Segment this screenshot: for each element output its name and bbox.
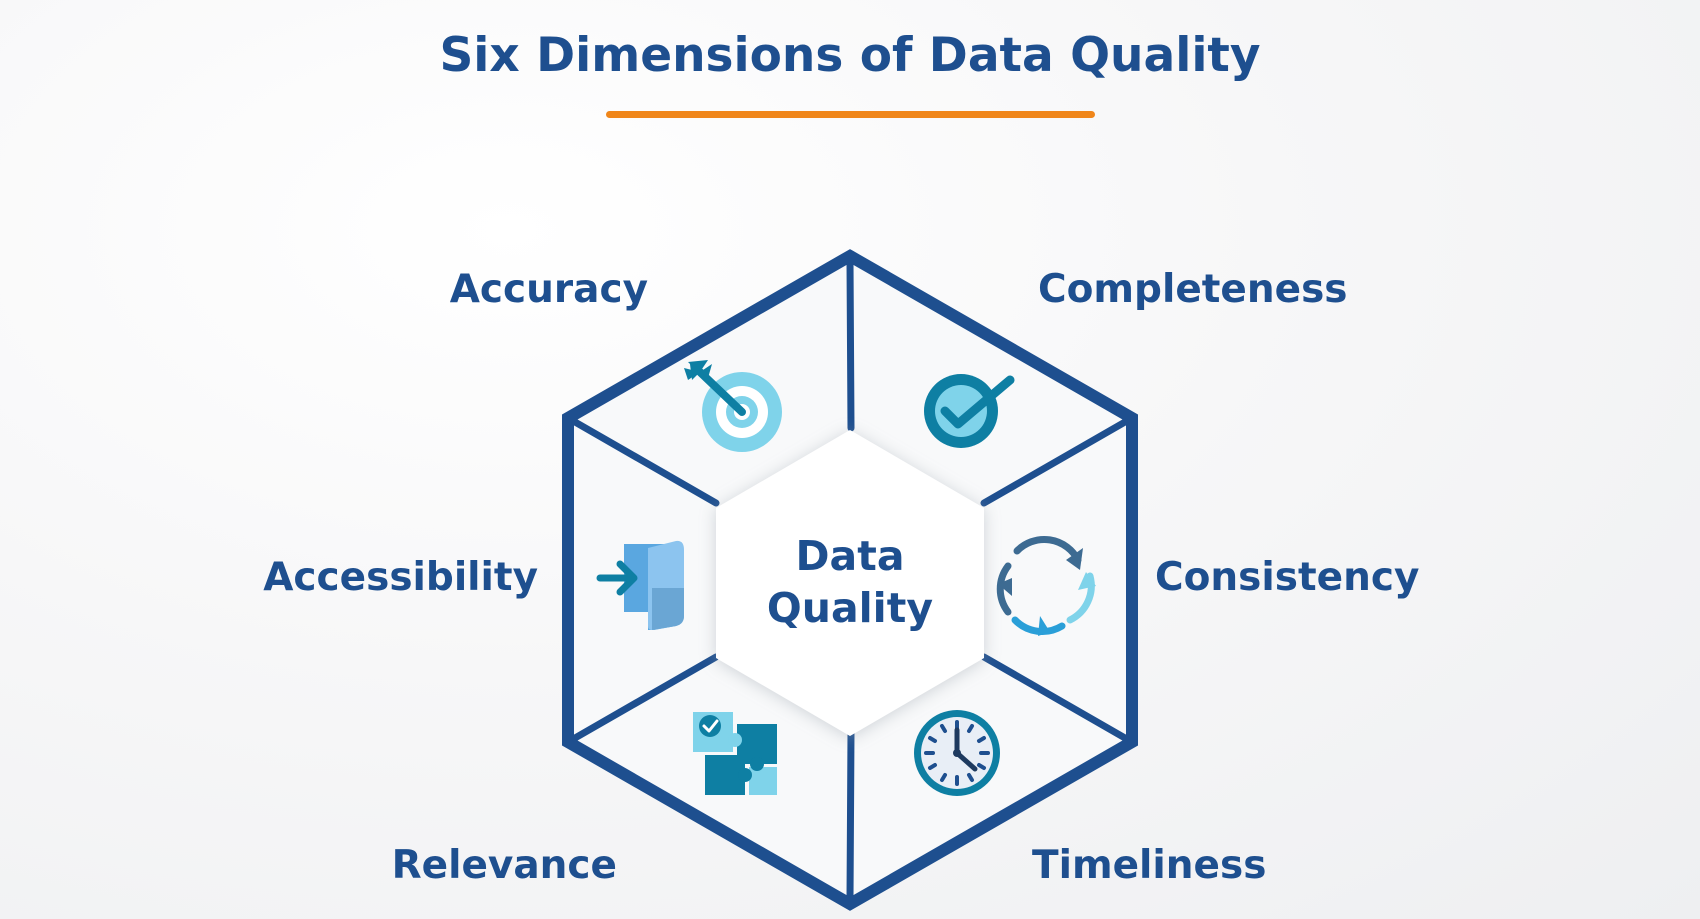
puzzle-icon <box>693 712 777 795</box>
dimension-label-consistency: Consistency <box>1155 555 1420 600</box>
checkmark-circle-icon <box>924 374 1015 448</box>
title-underline <box>606 111 1095 118</box>
login-door-icon <box>596 540 684 630</box>
center-label: Data Quality <box>730 530 970 634</box>
center-label-line1: Data <box>795 532 905 580</box>
dimension-label-accessibility: Accessibility <box>263 555 538 600</box>
dimension-label-timeliness: Timeliness <box>1032 843 1267 888</box>
dimension-label-completeness: Completeness <box>1038 267 1348 312</box>
dimension-label-relevance: Relevance <box>391 843 617 888</box>
target-icon <box>684 360 782 452</box>
page-title: Six Dimensions of Data Quality <box>439 28 1261 83</box>
center-label-line2: Quality <box>766 584 934 632</box>
inner-hexagon <box>716 430 984 736</box>
dimension-label-accuracy: Accuracy <box>449 267 648 312</box>
hexagon-spokes <box>571 258 1129 902</box>
refresh-cycle-icon <box>996 536 1096 636</box>
clock-icon <box>914 710 1000 796</box>
